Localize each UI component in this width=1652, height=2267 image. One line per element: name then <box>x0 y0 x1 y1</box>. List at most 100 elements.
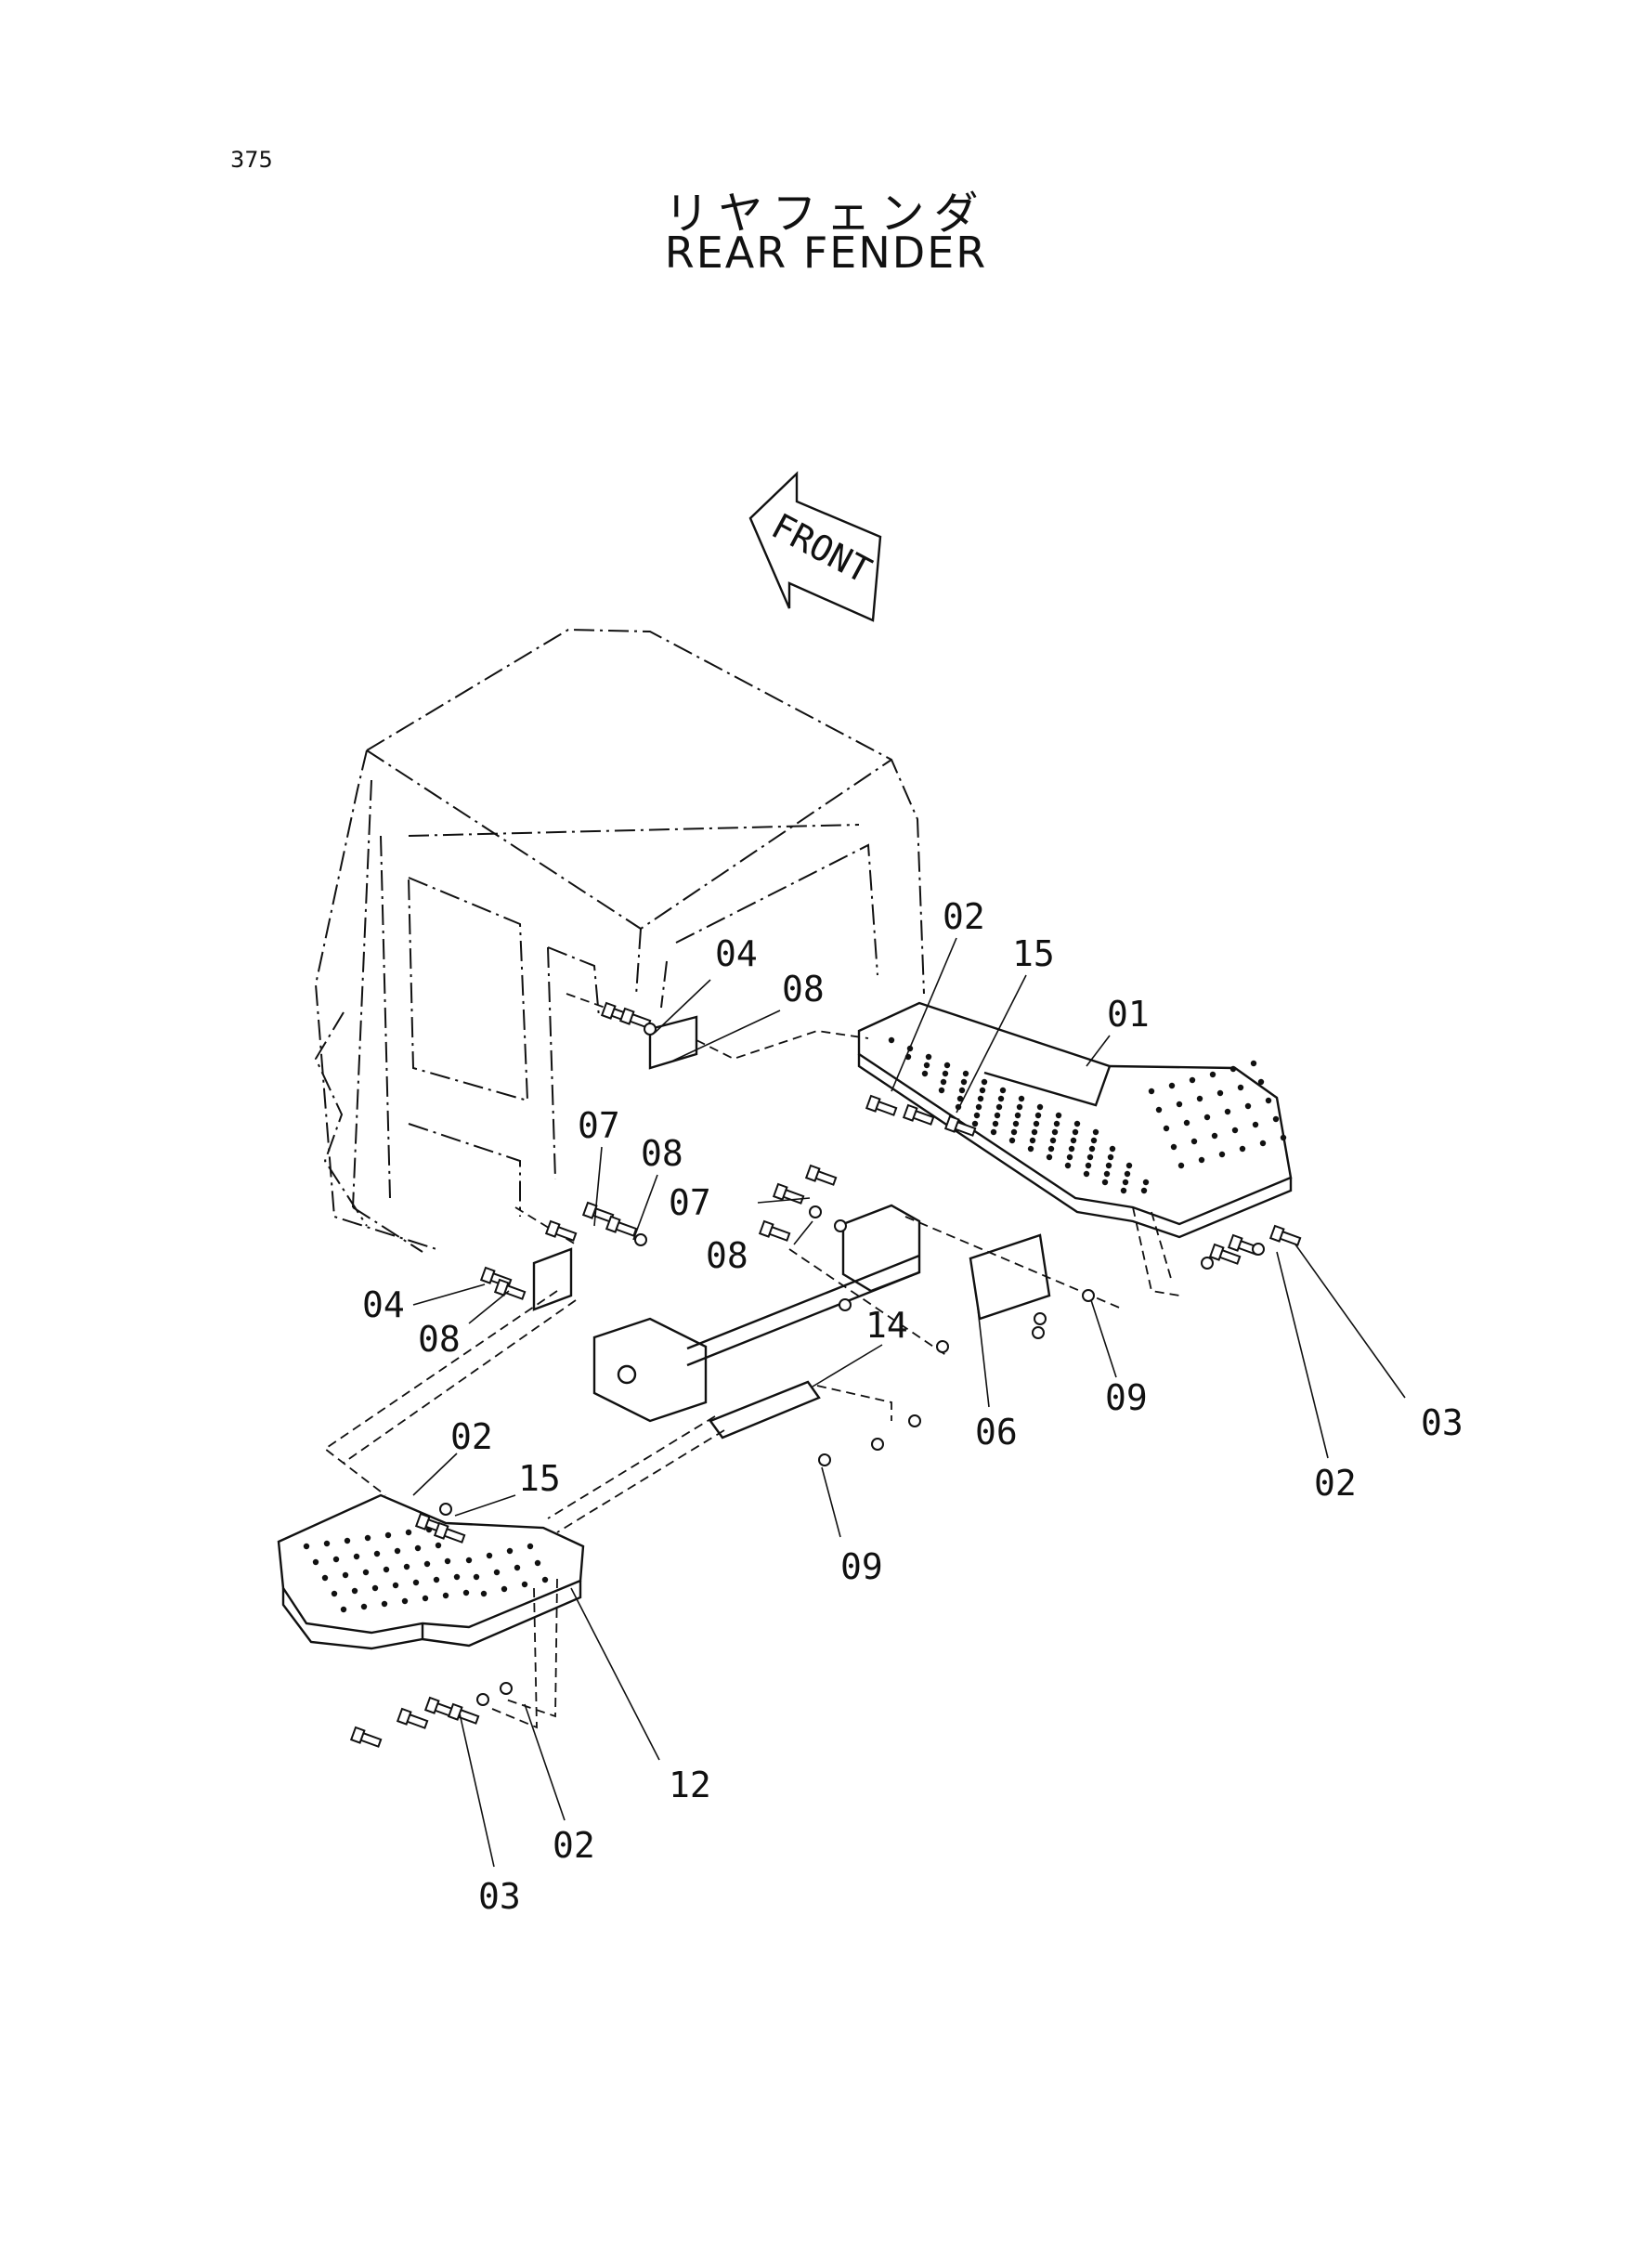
perforation-hole <box>342 1571 349 1579</box>
bolt <box>581 1201 615 1223</box>
perforation-hole <box>1073 1120 1081 1127</box>
mounting-brackets <box>532 1015 1051 1440</box>
perforation-hole <box>1244 1102 1252 1110</box>
nut <box>834 1219 847 1232</box>
perforation-hole <box>921 1070 929 1077</box>
perforation-hole <box>1259 1140 1267 1147</box>
perforation-hole <box>971 1120 979 1127</box>
callout-02: 02 <box>450 1416 493 1457</box>
bolt <box>865 1094 898 1116</box>
bolt <box>493 1278 527 1300</box>
bolt <box>349 1726 383 1748</box>
perforation-hole <box>473 1573 480 1581</box>
perforation-hole <box>1047 1145 1055 1153</box>
nut <box>500 1682 513 1695</box>
perforation-hole <box>405 1529 412 1536</box>
perforation-hole <box>994 1112 1001 1119</box>
perforation-hole <box>962 1070 969 1077</box>
bolt <box>618 1007 652 1029</box>
perforation-hole <box>422 1595 429 1602</box>
perforation-hole <box>353 1553 360 1560</box>
perforation-hole <box>1092 1128 1099 1136</box>
callout-04: 04 <box>715 933 758 974</box>
leader-lines <box>412 937 1406 1868</box>
perforation-hole <box>384 1531 392 1539</box>
perforation-hole <box>506 1547 514 1555</box>
perforation-hole <box>521 1581 528 1588</box>
perforation-hole <box>1189 1076 1196 1084</box>
nut <box>839 1298 852 1311</box>
perforation-hole <box>1036 1103 1044 1111</box>
perforation-hole <box>1155 1106 1163 1114</box>
perforation-hole <box>321 1574 329 1582</box>
perforation-hole <box>1072 1128 1079 1136</box>
perforation-hole <box>453 1573 461 1581</box>
perforation-hole <box>444 1557 451 1565</box>
perforation-hole <box>1224 1108 1231 1115</box>
nut <box>1034 1312 1047 1325</box>
perforation-hole <box>465 1557 473 1564</box>
perforation-hole <box>493 1569 501 1576</box>
perforation-hole <box>1066 1153 1073 1161</box>
perforation-hole <box>1103 1170 1111 1178</box>
perforation-hole <box>943 1062 951 1069</box>
perforation-hole <box>1190 1138 1198 1145</box>
perforation-hole <box>977 1095 984 1102</box>
fasteners <box>349 1001 1302 1748</box>
nut <box>644 1023 657 1036</box>
perforation-hole <box>392 1582 399 1589</box>
perforation-hole <box>1049 1137 1057 1144</box>
callout-02: 02 <box>943 896 985 937</box>
callout-08: 08 <box>706 1235 748 1276</box>
callout-09: 09 <box>1105 1377 1148 1418</box>
perforation-hole <box>364 1534 371 1542</box>
callout-08: 08 <box>782 969 825 1010</box>
perforation-hole <box>940 1078 947 1086</box>
callout-02: 02 <box>1314 1463 1357 1504</box>
perforation-hole <box>1010 1128 1018 1136</box>
bolt <box>1268 1224 1302 1246</box>
perforation-hole <box>958 1087 966 1094</box>
callout-labels: 02 15 01 04 08 07 08 07 08 04 08 14 06 0… <box>362 896 1463 1917</box>
perforation-hole <box>442 1592 449 1599</box>
perforation-hole <box>960 1078 968 1086</box>
perforation-hole <box>373 1550 381 1557</box>
perforation-hole <box>462 1589 470 1596</box>
bolt <box>1208 1243 1242 1265</box>
bolt <box>433 1521 466 1544</box>
callout-06: 06 <box>975 1412 1018 1453</box>
perforation-hole <box>1209 1071 1216 1078</box>
callout-09: 09 <box>840 1546 883 1587</box>
nut <box>908 1414 921 1427</box>
perforation-hole <box>1252 1121 1259 1128</box>
perforation-hole <box>323 1540 331 1547</box>
perforation-hole <box>1027 1145 1034 1153</box>
bolt <box>544 1219 578 1242</box>
perforation-hole <box>1034 1112 1042 1119</box>
perforation-hole <box>1148 1088 1155 1095</box>
callout-02: 02 <box>553 1825 595 1866</box>
perforation-hole <box>1105 1162 1112 1169</box>
perforation-hole <box>403 1563 410 1570</box>
perforation-hole <box>383 1566 390 1573</box>
perforation-hole <box>1183 1119 1190 1127</box>
perforation-hole <box>1014 1112 1021 1119</box>
perforation-hole <box>1064 1162 1072 1169</box>
perforation-hole <box>1012 1120 1020 1127</box>
perforation-hole <box>514 1564 521 1571</box>
perforation-hole <box>1229 1065 1237 1073</box>
callout-08: 08 <box>641 1133 683 1174</box>
callout-12: 12 <box>669 1765 711 1805</box>
callout-15: 15 <box>518 1458 561 1499</box>
perforation-hole <box>486 1552 493 1559</box>
perforation-hole <box>423 1560 431 1568</box>
perforation-hole <box>401 1597 409 1605</box>
perforation-hole <box>992 1120 999 1127</box>
perforation-hole <box>1031 1128 1038 1136</box>
perforation-hole <box>1125 1162 1133 1169</box>
nut <box>1201 1257 1214 1270</box>
perforation-hole <box>923 1062 930 1069</box>
perforation-hole <box>1196 1095 1203 1102</box>
bolt <box>605 1215 638 1237</box>
perforation-hole <box>1083 1170 1090 1178</box>
